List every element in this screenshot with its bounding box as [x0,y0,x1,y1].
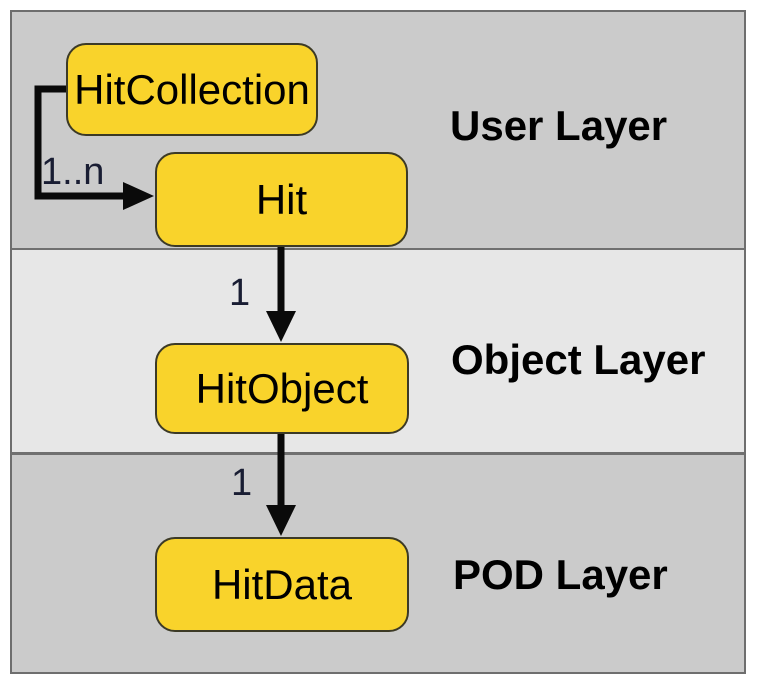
layer-label-user: User Layer [450,102,668,149]
node-hitdata-label: HitData [211,560,353,608]
node-hitcollection: HitCollection [66,43,318,136]
node-hit-label: Hit [255,175,308,223]
node-hitobject: HitObject [155,343,409,434]
layer-label-pod: POD Layer [453,551,668,598]
node-hit: Hit [155,152,408,247]
edge-multiplicity-1n: 1..n [41,151,105,193]
edge-multiplicity-hitobject-hitdata: 1 [231,462,253,504]
node-hitdata: HitData [155,537,409,632]
layer-label-object: Object Layer [451,336,706,383]
edge-multiplicity-hit-hitobject: 1 [229,272,251,314]
node-hitobject-label: HitObject [195,364,369,412]
node-hitcollection-label: HitCollection [74,65,310,113]
